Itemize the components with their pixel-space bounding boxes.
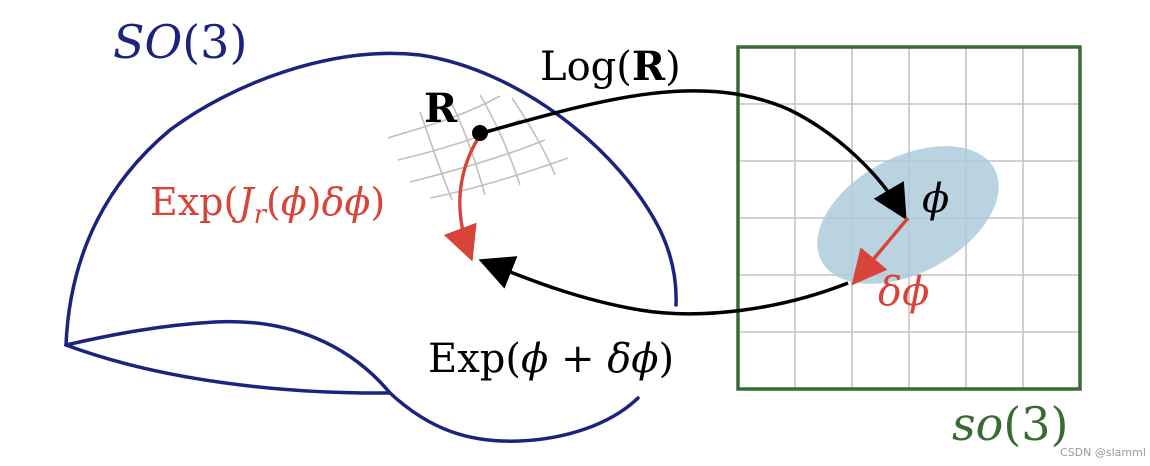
- exp-jacobian-label: Exp(Jr(ϕ)δϕ): [150, 180, 385, 230]
- log-close: ): [665, 44, 681, 90]
- point-r-label: R: [424, 85, 458, 132]
- exp-sum-phi: ϕ: [521, 336, 548, 382]
- exp-sum-func: Exp(: [428, 336, 521, 382]
- so3-algebra-paren: (3): [1003, 397, 1068, 451]
- so3-group-label: SO(3): [113, 15, 247, 69]
- watermark: CSDN @slamml: [1060, 446, 1146, 459]
- exp-sum-arrow: [485, 262, 848, 314]
- exp-sum-delta: δϕ: [607, 336, 658, 382]
- phi-label: ϕ: [922, 176, 949, 222]
- manifold-outline: [66, 53, 676, 441]
- jacobian-exp-arrow: [460, 135, 480, 255]
- exp-jacobian-func: Exp(: [150, 180, 238, 224]
- exp-jacobian-mid2: ): [307, 180, 322, 224]
- delta-phi-label: δϕ: [878, 269, 929, 315]
- log-func: Log(: [540, 44, 632, 90]
- exp-sum-label: Exp(ϕ + δϕ): [428, 336, 674, 382]
- so3-algebra-main: so: [952, 397, 1003, 451]
- point-r-dot: [472, 125, 488, 141]
- exp-sum-close: ): [659, 336, 675, 382]
- exp-jacobian-close: ): [370, 180, 385, 224]
- exp-jacobian-mid: (: [266, 180, 281, 224]
- exp-jacobian-delta: δϕ: [322, 180, 371, 224]
- exp-jacobian-phi: ϕ: [281, 180, 307, 224]
- so3-group-main: SO: [113, 15, 182, 69]
- exp-sum-plus: +: [548, 336, 607, 382]
- manifold-bottom-curve: [390, 393, 638, 441]
- log-arg: R: [632, 43, 666, 90]
- tangent-mesh: [388, 95, 568, 200]
- so3-group-paren: (3): [182, 15, 247, 69]
- so3-algebra-label: so(3): [952, 397, 1068, 451]
- log-label: Log(R): [540, 43, 681, 90]
